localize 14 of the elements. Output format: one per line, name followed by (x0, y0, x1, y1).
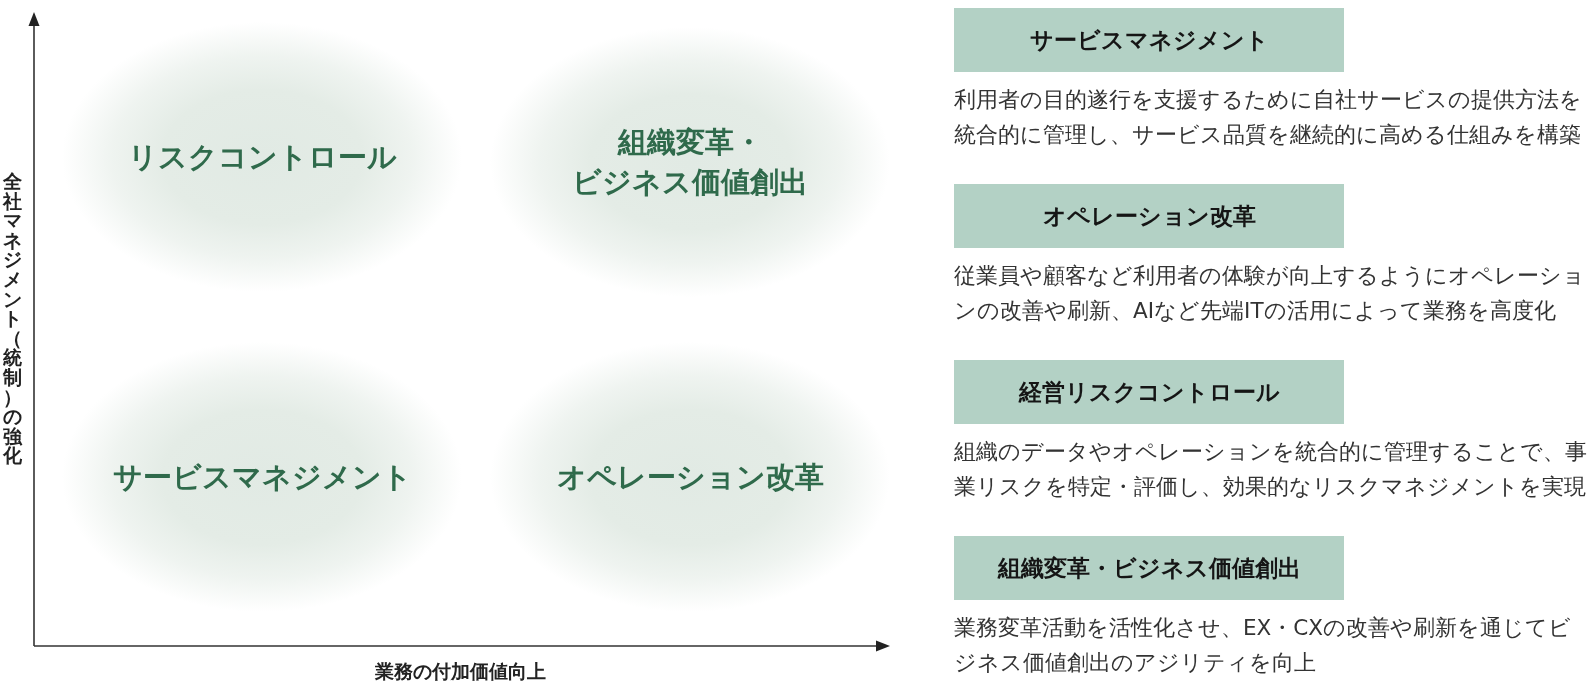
axis-label: 全社マネジメント（統制）の強化 (3, 172, 22, 466)
quadrant-label: リスクコントロール (127, 139, 397, 176)
heading-banner: 組織変革・ビジネス価値創出 (954, 536, 1344, 600)
heading-banner: サービスマネジメント (954, 8, 1344, 72)
heading-banner: オペレーション改革 (954, 184, 1344, 248)
axis-label: 業務の付加価値向上 (374, 660, 546, 682)
description-text: 業務変革活動を活性化させ、EX・CXの改善や刷新を通じてビジネス価値創出のアジリティを向上 (954, 614, 1573, 677)
description-text: 従業員や顧客など利用者の体験が向上するようにオペレーションの改善や刷新、AIなど先端ITの活用によって業務を高度化 (954, 262, 1586, 325)
quadrant-label: オペレーション改革 (556, 459, 824, 496)
quadrant-label: 組織変革・ビジネス価値創出 (571, 124, 809, 201)
quadrant-label: サービスマネジメント (112, 459, 412, 496)
description-text: 組織のデータやオペレーションを統合的に管理することで、事業リスクを特定・評価し、効果的なリスクマネジメントを実現 (954, 438, 1588, 501)
description-text: 利用者の目的遂行を支援するために自社サービスの提供方法を統合的に管理し、サービス品質を継続的に高める仕組みを構築 (954, 86, 1583, 149)
heading-banner: 経営リスクコントロール (954, 360, 1344, 424)
